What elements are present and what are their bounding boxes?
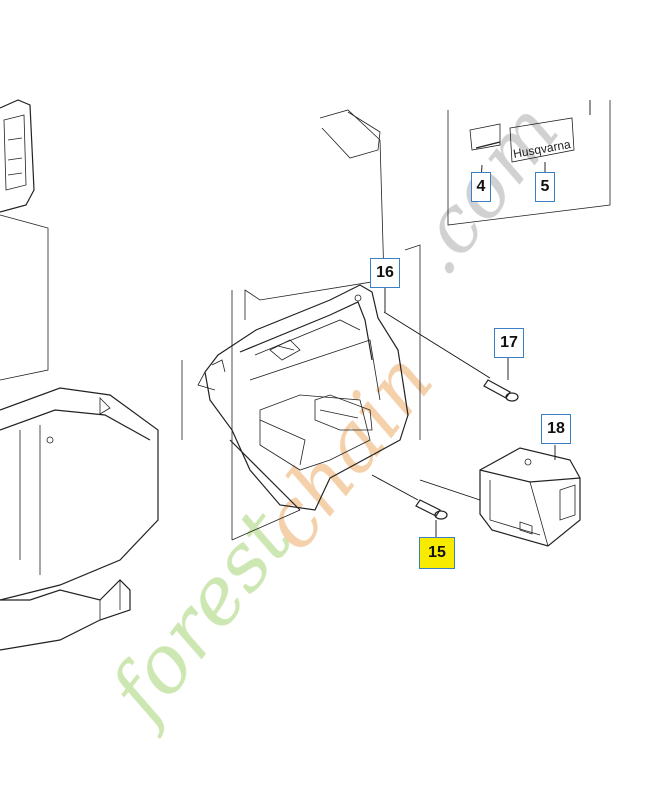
machine-top-left	[0, 99, 49, 381]
callout-18: 18	[541, 414, 571, 444]
part-18-block	[419, 445, 581, 547]
handle-housing	[197, 284, 409, 511]
callout-17: 17	[494, 328, 524, 358]
motor-body	[0, 387, 159, 651]
callout-16: 16	[370, 258, 400, 288]
callout-5: 5	[535, 172, 555, 202]
watermark: forest chain .com	[89, 87, 577, 741]
frame-lines	[181, 109, 421, 541]
screw-15	[371, 474, 448, 537]
callout-4: 4	[471, 172, 491, 202]
callout-15: 15	[419, 537, 455, 569]
screw-17	[383, 311, 519, 402]
